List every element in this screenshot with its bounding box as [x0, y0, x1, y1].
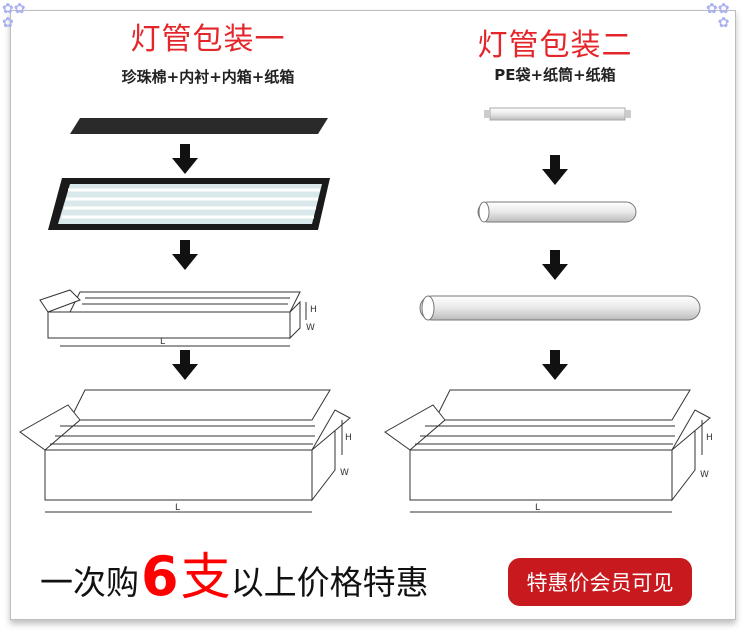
- arrow-down-icon: [172, 240, 198, 270]
- length-label: L: [175, 503, 180, 513]
- offer-suffix: 以上价格特惠: [230, 563, 429, 602]
- arrow-down-icon: [542, 250, 568, 280]
- width-label: W: [306, 323, 315, 333]
- inner-lining-tray: [48, 178, 330, 230]
- member-price-button[interactable]: 特惠价会员可见: [508, 558, 692, 606]
- offer-unit: 支: [180, 548, 231, 606]
- length-label: L: [535, 503, 540, 513]
- outer-carton-left: [19, 389, 351, 513]
- right-title: 灯管包装二: [477, 28, 633, 63]
- arrow-down-icon: [542, 155, 568, 185]
- flower-decoration-icon: ✿✿ ✿: [706, 1, 730, 31]
- left-title: 灯管包装一: [130, 22, 286, 57]
- arrow-down-icon: [542, 350, 568, 380]
- outer-carton-right: [384, 389, 711, 513]
- height-label: H: [310, 305, 317, 315]
- width-label: W: [700, 470, 709, 480]
- left-subtitle: 珍珠棉+内衬+内箱+纸箱: [121, 68, 295, 86]
- arrow-down-icon: [172, 144, 198, 174]
- height-label: H: [345, 433, 352, 443]
- paper-tube: [477, 201, 637, 223]
- length-label: L: [160, 337, 165, 347]
- inner-box: [39, 289, 307, 347]
- height-label: H: [706, 433, 713, 443]
- pearl-foam-sheet: [70, 118, 328, 134]
- pe-bag-tube: [484, 107, 631, 121]
- arrow-down-icon: [172, 350, 198, 380]
- right-subtitle: PE袋+纸筒+纸箱: [494, 66, 616, 84]
- width-label: W: [340, 468, 349, 478]
- flower-decoration-icon: ✿✿✿: [2, 1, 26, 31]
- offer-prefix: 一次购: [40, 563, 139, 602]
- bulk-offer-banner: 一次购 6 支 以上价格特惠: [40, 545, 429, 608]
- offer-quantity: 6: [141, 545, 179, 608]
- long-paper-tube: [419, 295, 701, 321]
